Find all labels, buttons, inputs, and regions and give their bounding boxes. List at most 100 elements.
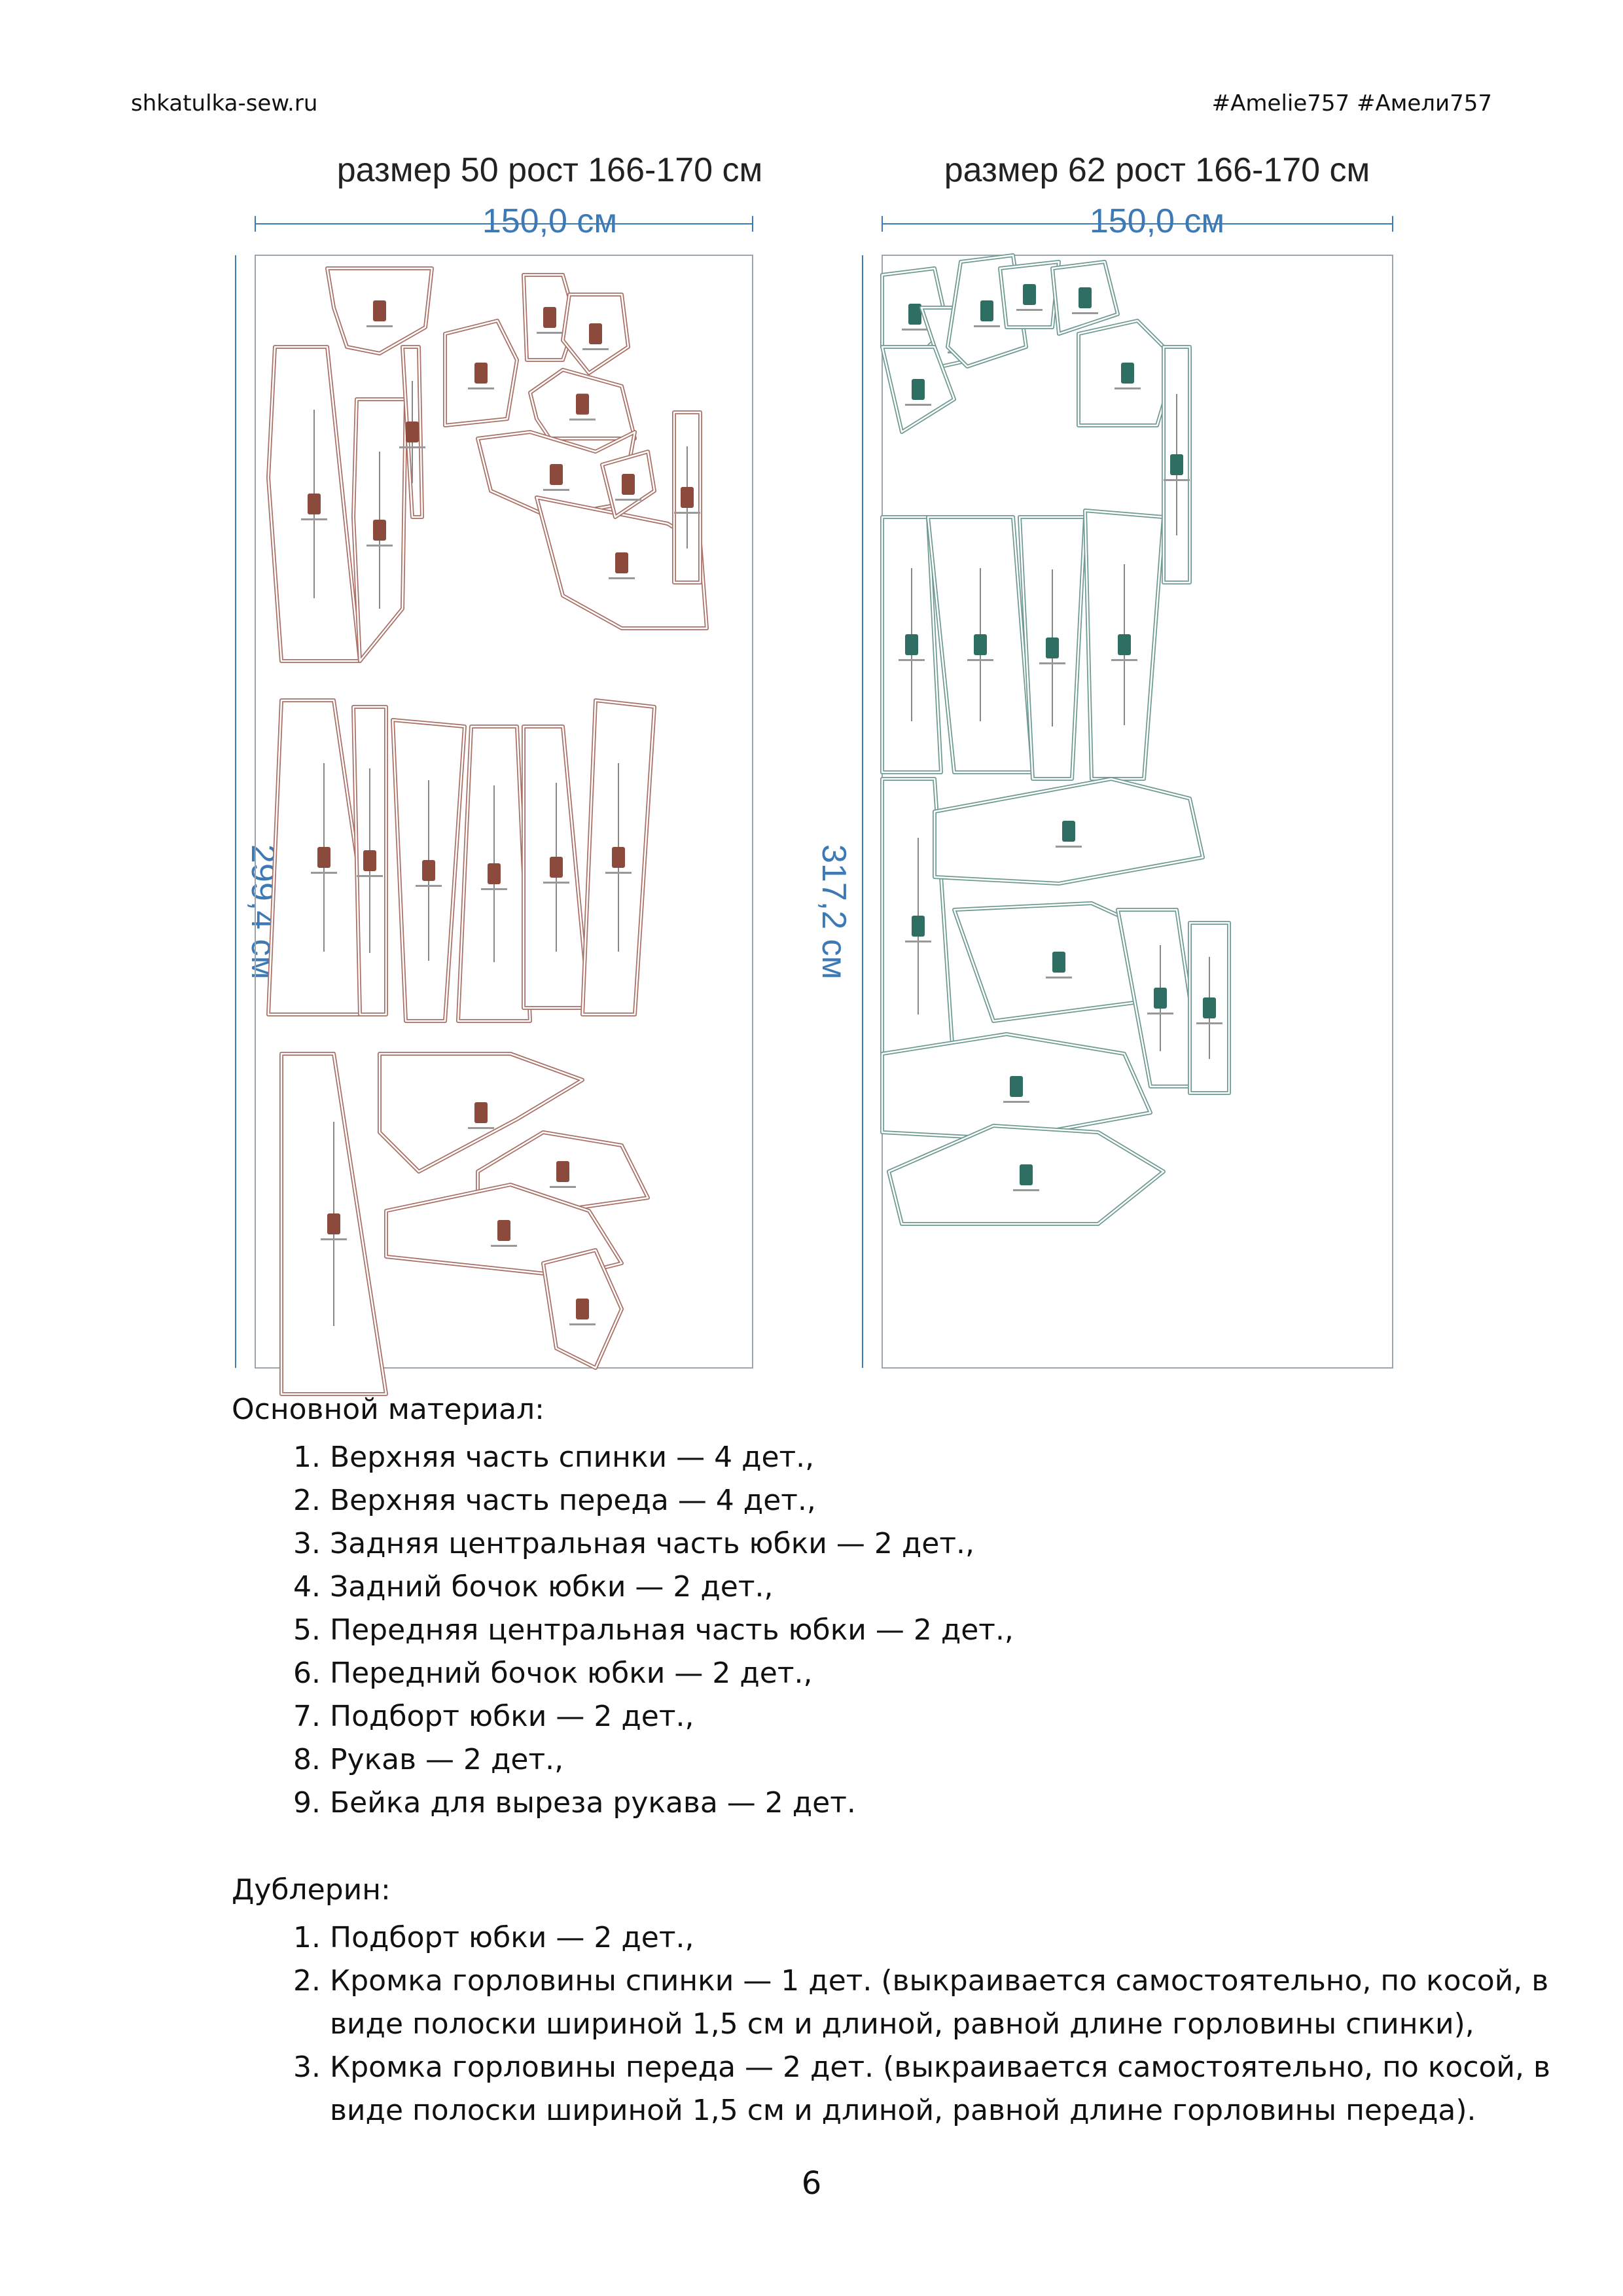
piece-marker-icon xyxy=(974,634,987,655)
cutting-layout-size-50: размер 50 рост 166-170 см 150,0 см 299,4… xyxy=(235,151,844,1396)
piece-label-line xyxy=(1164,479,1190,481)
page-number: 6 xyxy=(801,2165,822,2202)
piece-label-line xyxy=(905,404,931,406)
pattern-piece-seam xyxy=(581,699,656,1016)
pattern-piece-seam xyxy=(933,778,1204,885)
piece-marker-icon xyxy=(612,847,625,868)
layout-diagram xyxy=(235,216,753,1396)
piece-label-line xyxy=(615,499,641,501)
pattern-piece-seam xyxy=(1188,922,1230,1094)
piece-label-line xyxy=(543,882,569,884)
piece-marker-icon xyxy=(622,474,635,495)
pattern-piece-seam xyxy=(881,267,949,361)
pattern-piece-seam xyxy=(946,254,1027,368)
piece-label-line xyxy=(899,659,925,661)
pattern-piece-seam xyxy=(385,1183,623,1278)
pattern-piece-seam xyxy=(881,346,955,433)
list-item: 7.Подборт юбки — 2 дет., xyxy=(293,1700,694,1733)
piece-label-line xyxy=(1072,312,1098,314)
piece-marker-icon xyxy=(576,1299,589,1319)
piece-marker-icon xyxy=(1010,1076,1023,1097)
piece-marker-icon xyxy=(556,1161,569,1182)
pattern-piece-seam xyxy=(457,725,531,1022)
piece-marker-icon xyxy=(373,300,386,321)
piece-label-line xyxy=(491,1245,517,1247)
pattern-piece-seam xyxy=(562,293,630,374)
piece-marker-icon xyxy=(488,863,501,884)
list-item: 4.Задний бочок юбки — 2 дет., xyxy=(293,1570,774,1604)
piece-marker-icon xyxy=(589,323,602,344)
pattern-piece-seam xyxy=(1018,516,1086,780)
piece-label-line xyxy=(569,418,596,421)
interfacing-title: Дублерин: xyxy=(232,1873,391,1907)
piece-label-line xyxy=(1147,1013,1173,1014)
layout-height-label: 317,2 см xyxy=(815,844,853,980)
piece-marker-icon xyxy=(912,916,925,937)
piece-marker-icon xyxy=(327,1213,340,1234)
piece-label-line xyxy=(1016,309,1043,311)
main-material-list: 1.Верхняя часть спинки — 4 дет., 2.Верхн… xyxy=(232,1436,1606,1825)
main-material-title: Основной материал: xyxy=(232,1393,545,1426)
piece-label-line xyxy=(1115,387,1141,389)
piece-label-line xyxy=(366,545,393,547)
piece-label-line xyxy=(967,659,993,661)
piece-marker-icon xyxy=(980,300,993,321)
list-item: 1.Верхняя часть спинки — 4 дет., xyxy=(293,1441,815,1474)
piece-label-line xyxy=(481,888,507,890)
pattern-piece-seam xyxy=(535,496,708,630)
list-item: 1.Подборт юбки — 2 дет., xyxy=(293,1921,694,1954)
piece-marker-icon xyxy=(1079,287,1092,308)
piece-label-line xyxy=(1111,659,1137,661)
piece-marker-icon xyxy=(1203,997,1216,1018)
pattern-piece-seam xyxy=(887,1124,1165,1225)
piece-marker-icon xyxy=(905,634,918,655)
piece-label-line xyxy=(366,325,393,327)
piece-marker-icon xyxy=(550,857,563,878)
piece-marker-icon xyxy=(308,493,321,514)
pattern-piece-seam xyxy=(326,267,433,355)
fabric-frame xyxy=(255,255,753,1369)
piece-label-line xyxy=(416,885,442,887)
piece-label-line xyxy=(605,872,632,874)
piece-marker-icon xyxy=(1046,637,1059,658)
piece-marker-icon xyxy=(908,304,921,325)
piece-label-line xyxy=(543,489,569,491)
piece-marker-icon xyxy=(373,520,386,541)
pattern-piece-seam xyxy=(1084,509,1165,780)
pattern-piece-seam xyxy=(352,398,407,662)
list-item: 3.Задняя центральная часть юбки — 2 дет.… xyxy=(293,1527,974,1560)
pattern-piece-seam xyxy=(378,1052,584,1173)
piece-marker-icon xyxy=(1154,988,1167,1009)
layout-diagram xyxy=(862,216,1393,1369)
piece-marker-icon xyxy=(681,487,694,508)
piece-label-line xyxy=(569,1323,596,1325)
piece-label-line xyxy=(550,1186,576,1188)
piece-label-line xyxy=(468,387,494,389)
piece-marker-icon xyxy=(543,307,556,328)
pattern-piece-seam xyxy=(542,1249,623,1369)
piece-label-line xyxy=(321,1238,347,1240)
list-item: 9.Бейка для выреза рукава — 2 дет. xyxy=(293,1786,856,1820)
pattern-piece-seam xyxy=(391,719,466,1022)
piece-label-line xyxy=(674,512,700,514)
piece-label-line xyxy=(1013,1189,1039,1191)
list-item: 6.Передний бочок юбки — 2 дет., xyxy=(293,1657,813,1690)
piece-label-line xyxy=(902,329,928,331)
piece-marker-icon xyxy=(1023,284,1036,305)
piece-label-line xyxy=(468,1127,494,1129)
piece-label-line xyxy=(301,518,327,520)
interfacing-list: 1.Подборт юбки — 2 дет., 2.Кромка горлов… xyxy=(232,1916,1606,2132)
piece-label-line xyxy=(1056,846,1082,848)
piece-marker-icon xyxy=(317,847,330,868)
piece-label-line xyxy=(1196,1022,1222,1024)
pattern-piece-seam xyxy=(1051,260,1119,335)
list-item: 8.Рукав — 2 дет., xyxy=(293,1743,564,1776)
piece-marker-icon xyxy=(406,422,419,442)
pattern-piece-seam xyxy=(881,516,942,774)
layout-title: размер 50 рост 166-170 см xyxy=(336,151,763,189)
pattern-piece-seam xyxy=(280,1052,387,1395)
piece-marker-icon xyxy=(363,850,376,871)
piece-marker-icon xyxy=(550,464,563,485)
site-url[interactable]: shkatulka-sew.ru xyxy=(131,90,318,117)
piece-label-line xyxy=(1039,662,1065,664)
